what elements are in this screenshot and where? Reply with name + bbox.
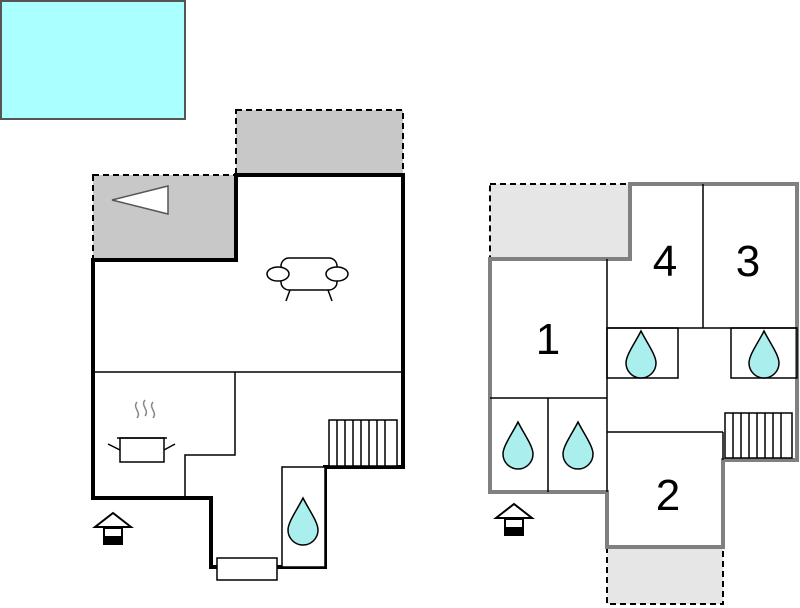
stairs-icon: [328, 419, 398, 467]
room-label-1: 1: [536, 315, 560, 364]
cooking-pot-icon: [107, 399, 176, 463]
room-label-2: 2: [656, 471, 680, 520]
terrace-top: [235, 109, 404, 176]
pool: [0, 0, 186, 120]
ground-floor: [91, 109, 405, 581]
room-label-3: 3: [736, 237, 760, 286]
ground-floor-interior-walls: [93, 371, 403, 498]
upper-floor: 1 2 3 4: [488, 182, 799, 605]
terrace-arrow-icon: [111, 185, 169, 215]
sofa-icon: [266, 257, 349, 302]
terrace-lower: [606, 546, 724, 605]
terrace-upper: [489, 183, 639, 260]
stairs-icon: [724, 412, 793, 459]
room-label-4: 4: [653, 237, 677, 286]
entrance-icon: [495, 503, 533, 536]
upper-floor-interior-walls: [490, 184, 798, 492]
entrance-icon: [94, 512, 132, 545]
doormat: [216, 557, 278, 581]
